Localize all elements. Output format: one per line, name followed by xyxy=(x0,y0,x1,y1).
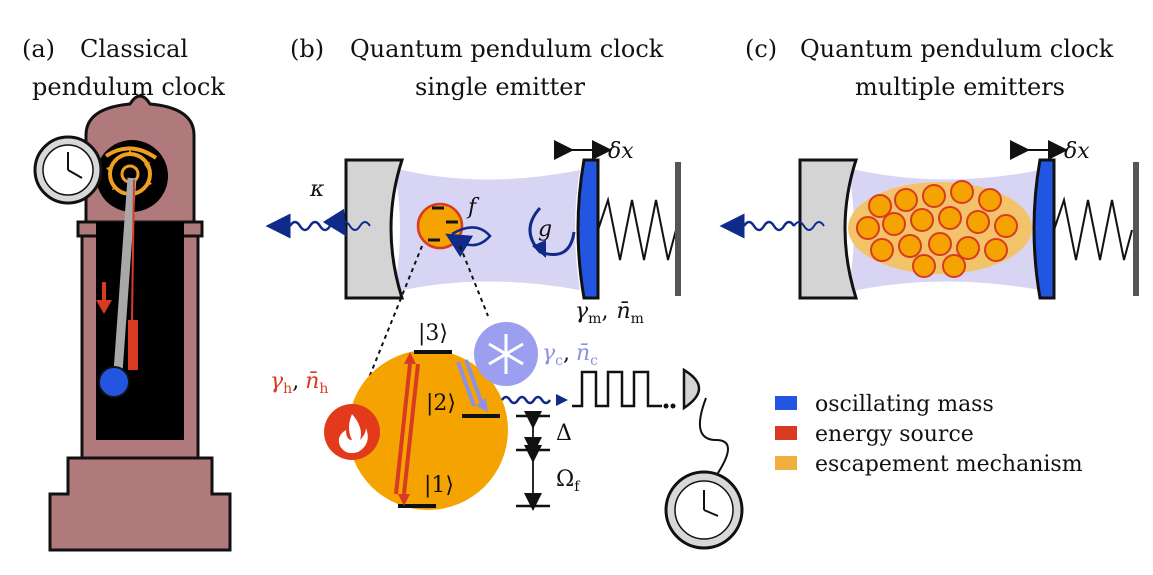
panel-a-title-line1: Classical xyxy=(80,35,188,63)
legend: oscillating mass energy source escapemen… xyxy=(775,392,1083,477)
panel-a: (a) Classical pendulum clock xyxy=(22,35,232,552)
pendulum-bob xyxy=(98,366,130,398)
gamma-h-label: γh,n̄h xyxy=(270,369,328,397)
gamma-c-label: γc,n̄c xyxy=(542,341,598,369)
cavity-b: δx xyxy=(344,139,681,300)
moving-mirror xyxy=(576,158,600,300)
legend-swatch-1 xyxy=(775,426,797,440)
stopwatch-icon xyxy=(664,470,744,550)
photon-leak-c xyxy=(742,220,796,232)
emitter-b xyxy=(416,202,464,250)
delta-label: Δ xyxy=(556,421,572,446)
spring xyxy=(597,196,677,261)
panel-b-title-line1: Quantum pendulum clock xyxy=(350,35,664,63)
panel-c-letter: (c) xyxy=(745,35,777,63)
coupling-arrows xyxy=(445,226,492,258)
weight xyxy=(128,320,138,370)
cavity-c: δx xyxy=(798,139,1139,300)
legend-swatch-2 xyxy=(775,456,797,470)
panel-c-title-line1: Quantum pendulum clock xyxy=(800,35,1114,63)
emitter-array xyxy=(856,180,1018,278)
gamma-m-label: γm,n̄m xyxy=(575,299,644,327)
level-2-label: |2⟩ xyxy=(426,391,456,416)
legend-label-0: oscillating mass xyxy=(815,392,994,417)
panel-a-title-line2: pendulum clock xyxy=(32,73,225,101)
snowflake-icon xyxy=(474,322,538,386)
pendulum-rod xyxy=(113,177,137,373)
left-mirror xyxy=(344,158,405,300)
panel-c-title-line2: multiple emitters xyxy=(855,73,1065,101)
wall-clock-icon xyxy=(33,135,103,205)
level-1-label: |1⟩ xyxy=(424,473,454,498)
panel-b-letter: (b) xyxy=(290,35,324,63)
grandfather-clock xyxy=(33,94,232,552)
panel-c: (c) Quantum pendulum clock multiple emit… xyxy=(719,35,1139,300)
spring-c xyxy=(1053,196,1133,261)
panel-a-letter: (a) xyxy=(22,35,55,63)
pulse-train xyxy=(572,370,662,408)
level-3-label: |3⟩ xyxy=(418,321,448,346)
kappa-label: κ xyxy=(309,177,325,202)
moving-mirror-c xyxy=(1032,158,1056,300)
legend-label-2: escapement mechanism xyxy=(815,452,1083,477)
left-mirror-c xyxy=(798,158,859,300)
photon-leak-b xyxy=(288,208,347,237)
legend-label-1: energy source xyxy=(815,422,974,447)
delta-x-label-c: δx xyxy=(1064,139,1090,164)
delta-x-label: δx xyxy=(608,139,634,164)
fire-icon xyxy=(324,404,380,460)
omega-f-label: Ωf xyxy=(556,467,581,495)
legend-swatch-0 xyxy=(775,396,797,410)
detector-icon xyxy=(682,367,729,477)
photon-emission xyxy=(500,395,552,405)
panel-b-title-line2: single emitter xyxy=(415,73,585,101)
panel-b: (b) Quantum pendulum clock single emitte… xyxy=(265,35,744,550)
g-label: g xyxy=(538,217,552,242)
